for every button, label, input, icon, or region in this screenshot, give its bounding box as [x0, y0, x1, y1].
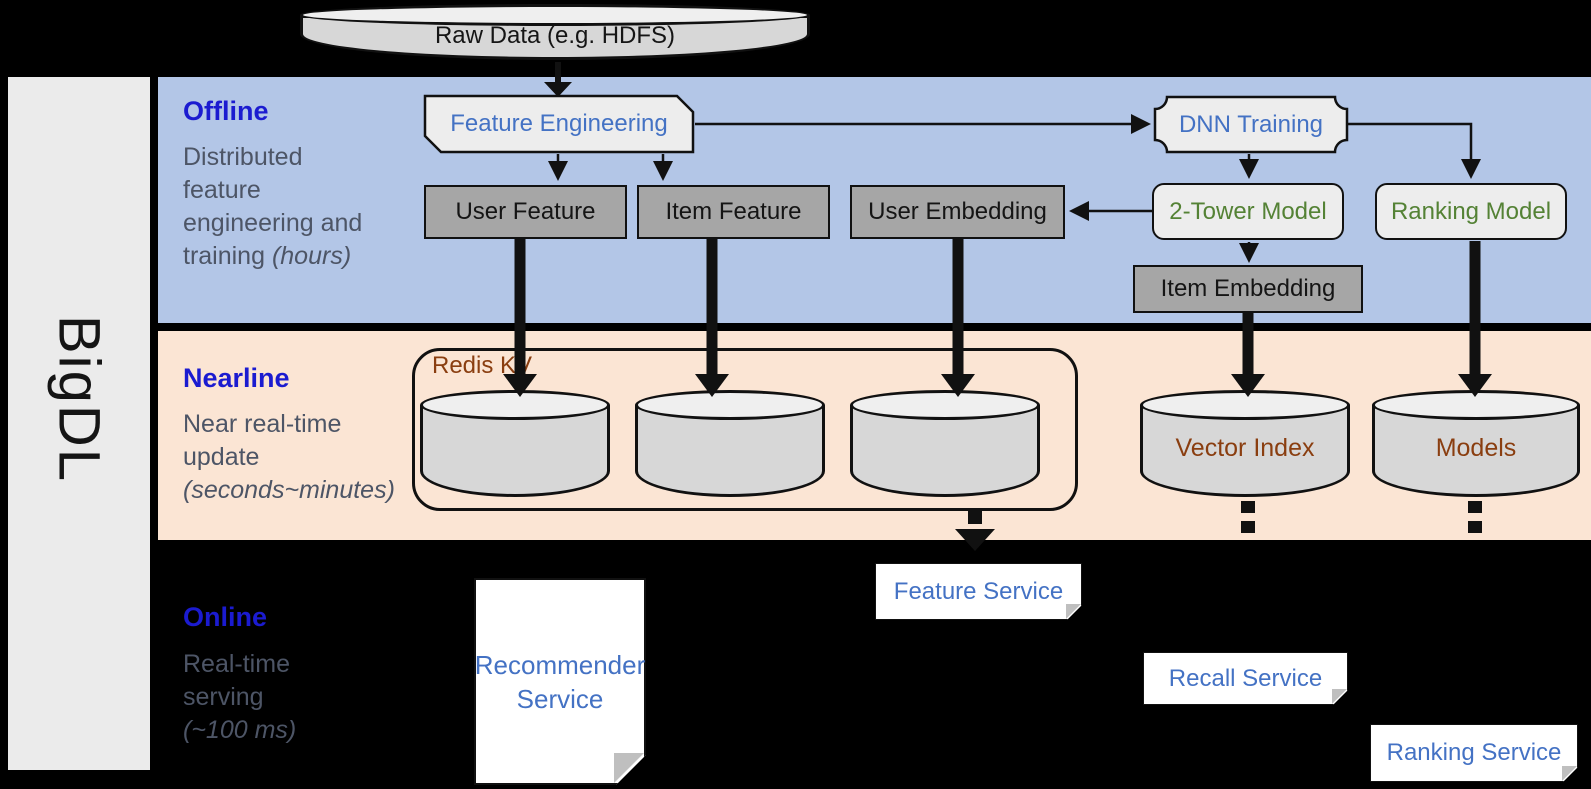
- offline-desc-line3: engineering and: [183, 209, 363, 237]
- cylinder-top: [420, 390, 610, 420]
- nearline-description: Near real-time update (seconds~minutes): [183, 408, 418, 507]
- online-desc-line1: Real-time: [183, 650, 290, 678]
- offline-desc-line1: Distributed: [183, 143, 303, 171]
- user-feature-node: User Feature: [424, 185, 627, 239]
- redis-cylinder-3: [850, 390, 1040, 497]
- cylinder-body: [850, 405, 1040, 497]
- cylinder-body: [635, 405, 825, 497]
- offline-title: Offline: [183, 96, 269, 126]
- cylinder-body: [1372, 405, 1580, 497]
- models-label: Models: [1435, 434, 1517, 462]
- offline-description: Distributed feature engineering and trai…: [183, 141, 413, 273]
- vector-index-label: Vector Index: [1175, 434, 1315, 462]
- bigdl-side-panel: BigDL: [8, 77, 150, 770]
- ranking-model-node: Ranking Model: [1375, 183, 1567, 240]
- offline-desc-line2: feature: [183, 176, 261, 204]
- raw-data-store: Raw Data (e.g. HDFS): [300, 4, 810, 60]
- redis-cylinder-2: [635, 390, 825, 497]
- item-feature-node: Item Feature: [637, 185, 830, 239]
- ranking-service-node: Ranking Service: [1370, 724, 1578, 782]
- feature-service-node: Feature Service: [875, 563, 1082, 620]
- recommender-service-line2: Service: [516, 683, 604, 714]
- nearline-desc-line2: update: [183, 443, 260, 471]
- redis-kv-label: Redis KV: [432, 352, 533, 379]
- cylinder-top: [850, 390, 1040, 420]
- online-description: Real-time serving (~100 ms): [183, 648, 418, 747]
- nearline-title: Nearline: [183, 363, 290, 393]
- redis-kv-frame: [412, 348, 1078, 511]
- recall-service-node: Recall Service: [1143, 652, 1348, 705]
- nearline-desc-line3: (seconds~minutes): [183, 476, 395, 504]
- online-desc-line3: (~100 ms): [183, 716, 297, 744]
- cylinder-top: [1140, 390, 1350, 420]
- recommender-service-node: Recommender Service: [474, 578, 646, 785]
- cylinder-body: [1140, 405, 1350, 497]
- cylinder-top: [635, 390, 825, 420]
- cylinder-top: [300, 4, 810, 26]
- user-embedding-node: User Embedding: [850, 185, 1065, 239]
- nearline-desc-line1: Near real-time: [183, 410, 342, 438]
- redis-cylinder-1: [420, 390, 610, 497]
- vector-index-store: Vector Index: [1140, 390, 1350, 497]
- dnn-training-node: DNN Training: [1178, 110, 1324, 138]
- bigdl-logo-text: BigDL: [46, 315, 112, 483]
- item-embedding-node: Item Embedding: [1133, 265, 1363, 313]
- raw-data-label: Raw Data (e.g. HDFS): [434, 22, 676, 49]
- online-desc-line2: serving: [183, 683, 264, 711]
- offline-desc-line4: training (hours): [183, 242, 352, 270]
- two-tower-model-node: 2-Tower Model: [1152, 183, 1344, 240]
- feature-engineering-node: Feature Engineering: [450, 110, 668, 137]
- online-title: Online: [183, 602, 268, 632]
- models-store: Models: [1372, 390, 1580, 497]
- recommender-service-line1: Recommender: [474, 649, 646, 680]
- cylinder-top: [1372, 390, 1580, 420]
